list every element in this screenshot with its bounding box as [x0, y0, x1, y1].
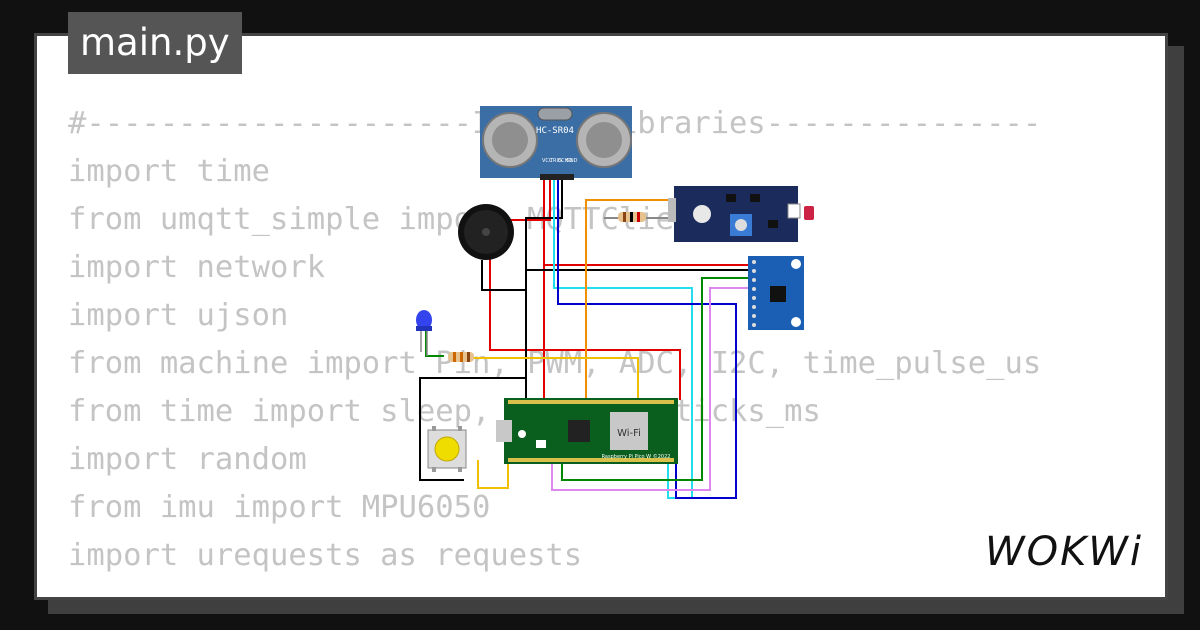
code-line: import ujson: [68, 298, 289, 333]
light-sensor-module[interactable]: [668, 186, 814, 242]
ultrasonic-sensor[interactable]: HC-SR04 VCC TRIG ECHO GND: [480, 106, 632, 180]
wire-green: [425, 330, 444, 357]
imu-sensor-module[interactable]: [748, 256, 804, 330]
sensor-label: HC-SR04: [536, 126, 574, 136]
pushbutton[interactable]: [427, 426, 467, 472]
wokwi-logo: WOKWi: [985, 529, 1143, 575]
wire-black: [525, 180, 563, 400]
code-line: import random: [68, 442, 307, 477]
wire-red: [489, 180, 681, 400]
circuit-diagram: HC-SR04 VCC TRIG ECHO GND: [416, 106, 814, 499]
pico-w-board[interactable]: Wi-Fi Raspberry Pi Pico W ©2022: [496, 398, 678, 464]
pin-label: GND: [566, 158, 578, 164]
board-label: Raspberry Pi Pico W ©2022: [602, 453, 671, 460]
code-line: import time: [68, 154, 270, 189]
wire-black: [481, 260, 526, 291]
wire-blue: [557, 180, 737, 499]
pin-label: TRIG: [549, 158, 562, 164]
led-resistor: [448, 352, 474, 362]
blue-led[interactable]: [416, 310, 432, 356]
code-line: import urequests as requests: [68, 538, 583, 573]
code-line: from machine import Pin, PWM, ADC, I2C, …: [68, 346, 1042, 381]
buzzer[interactable]: [458, 204, 514, 260]
wire-black: [419, 377, 526, 481]
file-tab-main-py[interactable]: main.py: [68, 12, 242, 74]
wire-yellow: [477, 435, 509, 489]
wire-green: [561, 277, 750, 481]
wire-cyan: [553, 180, 693, 499]
wires: [419, 180, 750, 499]
pin-label: VCC: [542, 158, 553, 164]
wire-pink: [551, 287, 750, 491]
code-line: import network: [68, 250, 326, 285]
resistor: [618, 212, 646, 222]
wifi-chip-label: Wi-Fi: [617, 428, 641, 439]
code-line: from imu import MPU6050: [68, 490, 491, 525]
wire-orange: [585, 199, 672, 400]
pin-label: ECHO: [558, 158, 572, 164]
wire-yellow: [470, 357, 639, 400]
